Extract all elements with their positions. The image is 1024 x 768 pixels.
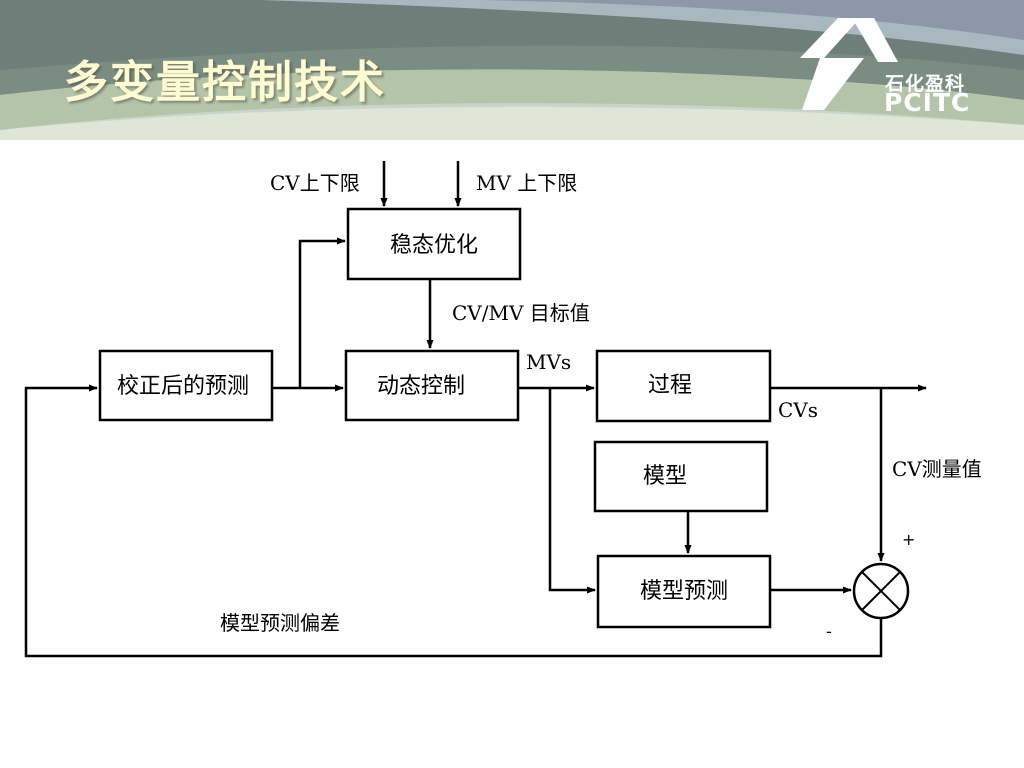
summing-minus-sign: - bbox=[826, 622, 832, 641]
label-cv-mv-targets: CV/MV 目标值 bbox=[452, 301, 590, 325]
block-steady-state-optimization: 稳态优化 bbox=[346, 207, 522, 281]
block-dynamic-control: 动态控制 bbox=[344, 349, 520, 422]
arrow-mvs-to-model-prediction bbox=[548, 388, 596, 594]
summing-junction bbox=[852, 562, 910, 620]
label-mv-limits: MV 上下限 bbox=[476, 171, 577, 195]
arrow-prediction-to-optimization bbox=[298, 237, 346, 388]
block-steady-state-optimization-label: 稳态优化 bbox=[390, 233, 478, 258]
pcitc-logo-icon bbox=[800, 18, 898, 110]
label-cv-limits: CV上下限 bbox=[270, 171, 360, 195]
block-model-prediction: 模型预测 bbox=[596, 554, 772, 629]
summing-plus-sign: + bbox=[902, 530, 915, 549]
arrow-feedback-loop bbox=[24, 384, 883, 658]
block-process: 过程 bbox=[595, 349, 772, 423]
block-model-prediction-label: 模型预测 bbox=[640, 579, 728, 604]
block-model-label: 模型 bbox=[643, 464, 687, 489]
label-cvs: CVs bbox=[778, 398, 818, 422]
block-corrected-prediction: 校正后的预测 bbox=[98, 349, 274, 422]
label-mvs: MVs bbox=[526, 350, 571, 374]
block-process-label: 过程 bbox=[648, 373, 692, 398]
label-cv-measured: CV测量值 bbox=[892, 457, 982, 481]
logo-name-en: PCITC bbox=[884, 88, 971, 117]
block-dynamic-control-label: 动态控制 bbox=[377, 374, 465, 399]
block-model: 模型 bbox=[593, 440, 769, 513]
logo-name-cn: 石化盈科 bbox=[885, 73, 966, 95]
block-corrected-prediction-label: 校正后的预测 bbox=[117, 374, 249, 399]
label-prediction-error: 模型预测偏差 bbox=[220, 611, 340, 635]
slide-title: 多变量控制技术 bbox=[64, 57, 386, 108]
